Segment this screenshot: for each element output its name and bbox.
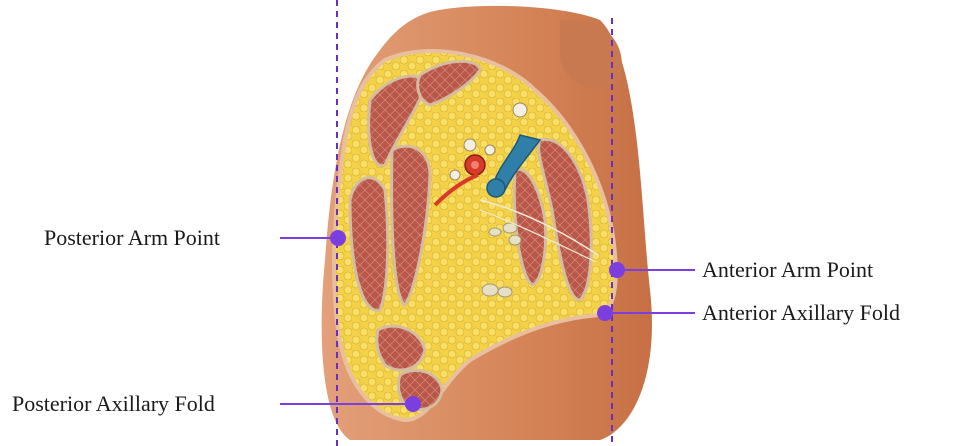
vein-lumen: [487, 179, 505, 197]
posterior-arm-point-marker: [330, 230, 346, 246]
anterior-axillary-fold-label: Anterior Axillary Fold: [702, 300, 900, 326]
posterior-axillary-fold-label: Posterior Axillary Fold: [12, 391, 215, 417]
anterior-arm-point-marker: [609, 262, 625, 278]
anterior-arm-point-label: Anterior Arm Point: [702, 257, 873, 283]
posterior-arm-point-label: Posterior Arm Point: [44, 225, 220, 251]
anterior-axillary-fold-marker: [597, 305, 613, 321]
posterior-axillary-fold-marker: [405, 396, 421, 412]
